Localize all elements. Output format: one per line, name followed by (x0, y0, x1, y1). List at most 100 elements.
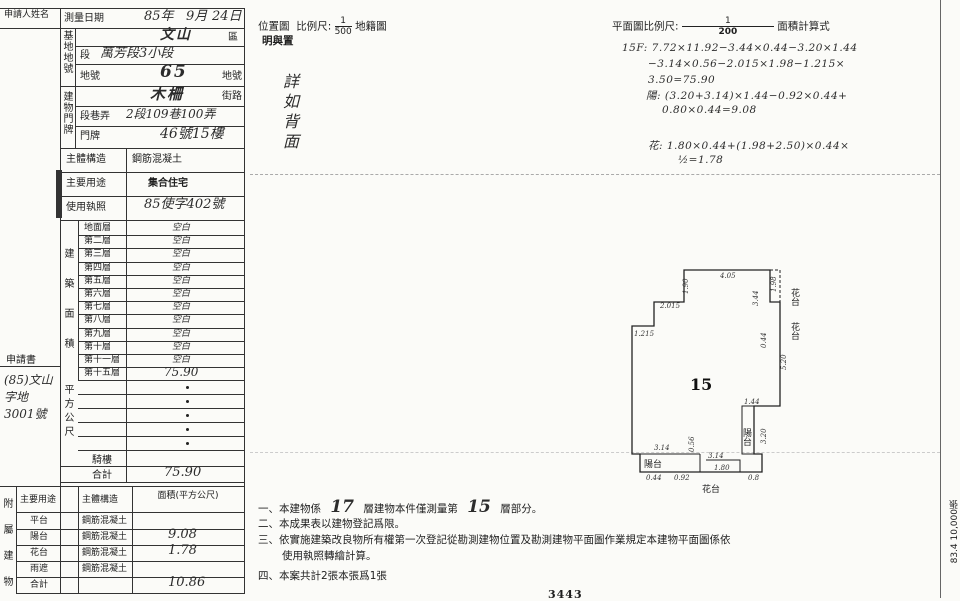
lot-label-right: 地號 (222, 71, 242, 82)
table-rule (78, 220, 79, 380)
number-value: 46號15樓 (160, 126, 224, 142)
district-label: 區 (228, 32, 238, 43)
table-rule (78, 380, 244, 382)
remark-1-c: 層部分。 (500, 503, 543, 515)
location-cadastral: 地籍圖 (355, 20, 387, 33)
floor-value: 空白 (172, 289, 191, 299)
total-label: 合計 (92, 470, 112, 481)
total-value: 75.90 (164, 465, 202, 480)
attached-use-header: 主要用途 (20, 495, 57, 505)
table-rule (244, 8, 245, 594)
attached-area: 1.78 (168, 543, 197, 558)
measure-date-label: 測量日期 (64, 13, 104, 24)
table-rule (75, 28, 76, 148)
attached-area-header: 面積(平方公尺) (157, 491, 219, 501)
remark-1-a: 一、本建物係 (258, 503, 321, 515)
table-rule (78, 394, 244, 396)
page-edge (940, 0, 941, 598)
dim-bottom-f: 1.80 (714, 464, 730, 472)
attached-area: 10.86 (168, 575, 206, 590)
dim-right-b: 1.98 (770, 276, 778, 292)
dim-right-c: 0.44 (760, 332, 768, 348)
use-value: 集合住宅 (148, 178, 188, 189)
building-register-table: 申請人姓名 測量日期 85年 9月 24日 基地地號 建物門牌 文山 區 段 萬… (0, 0, 250, 598)
floor-value: 空白 (172, 302, 191, 313)
side-balcony-outline (741, 405, 755, 455)
site-label: 基地地號 (63, 31, 74, 75)
district-value: 文山 (160, 27, 192, 43)
floor-name: 第八層 (84, 315, 112, 326)
location-title-text: 位置圖 (258, 20, 290, 33)
remark-4: 四、本案共計2張本張爲1張 (258, 568, 387, 583)
attached-use: 雨遮 (30, 564, 49, 574)
attached-struct: 鋼筋混凝土 (82, 532, 128, 542)
table-rule (0, 8, 244, 9)
table-rule (60, 196, 244, 197)
attached-use: 平台 (30, 516, 49, 526)
floor-name: 第三層 (84, 249, 112, 260)
structure-value: 鋼筋混凝土 (132, 154, 182, 165)
remark-2: 二、本成果表以建物登記爲限。 (258, 518, 405, 530)
plan-scale-den: 200 (718, 27, 738, 37)
applicant-book-label: 申請書 (6, 355, 36, 366)
floor-value: 空白 (172, 275, 191, 286)
calc-line-4: 陽: (3.20+3.14)×1.44−0.92×0.44+ (646, 90, 848, 102)
floor-name: 地面層 (84, 223, 112, 233)
floor-plan: 15 4.05 1.90 2.015 1.215 3.44 1.98 0.44 … (631, 269, 800, 495)
floor-name: 第四層 (84, 262, 112, 273)
floor-name: 第七層 (84, 302, 112, 313)
section-value: 萬芳段3小段 (100, 46, 174, 61)
table-rule (16, 593, 244, 594)
street-value: 木柵 (150, 85, 185, 103)
table-rule (60, 8, 61, 594)
door-label: 建物門牌 (63, 92, 74, 136)
dim-top-left: 1.90 (682, 278, 690, 294)
calc-line-7: ½=1.78 (678, 154, 724, 166)
floor-value: 空白 (172, 262, 191, 273)
lot-value: 65 (160, 62, 188, 82)
location-scale-den: 500 (334, 27, 352, 37)
remark-1-floor: 15 (467, 497, 491, 517)
table-rule (78, 314, 244, 316)
balcony-label: 陽台 (644, 458, 662, 470)
measure-date-day: 24日 (212, 9, 242, 24)
table-rule (78, 235, 244, 237)
attached-use: 陽台 (30, 532, 49, 542)
remark-3b: 使用執照轉繪計算。 (282, 550, 377, 562)
use-label: 主要用途 (66, 178, 106, 189)
balcony-outline (640, 453, 741, 472)
table-rule (78, 408, 244, 410)
table-rule (75, 64, 244, 65)
table-rule (78, 354, 244, 355)
calc-line-6: 花: 1.80×0.44+(1.98+2.50)×0.44× (648, 140, 850, 152)
dim-right-d: 5.20 (780, 354, 788, 370)
table-rule (78, 288, 244, 289)
plan-calc-title: 面積計算式 (777, 20, 830, 33)
table-rule (75, 46, 244, 47)
faint-rule (250, 452, 940, 453)
dim-right-e: 1.44 (744, 398, 760, 406)
table-rule (78, 436, 244, 438)
flower-top-label: 花台 (789, 287, 800, 307)
measure-date-month: 9月 (186, 9, 208, 24)
lane-label: 段巷弄 (80, 111, 110, 122)
floor-value: 空白 (172, 328, 191, 339)
applicant-book-value: (85)文山字地3001號 (4, 373, 53, 421)
side-balcony-label: 陽台 (741, 428, 752, 447)
calc-line-1: 15F: 7.72×11.92−3.44×0.44−3.20×1.44 (622, 42, 858, 54)
table-rule (16, 512, 244, 513)
floor-name: 第十一層 (84, 355, 121, 365)
floor-name: 第五層 (84, 275, 112, 286)
remark-1-floors: 17 (330, 497, 355, 517)
plan-scale-num: 1 (681, 16, 774, 27)
margin-mark (56, 170, 62, 218)
floor-value: 空白 (172, 355, 191, 365)
dim-bottom-b: 3.14 (708, 452, 724, 460)
remark-1: 一、本建物係 17 層建物本件僅測量第 15 層部分。 (258, 497, 542, 517)
table-rule (75, 106, 244, 107)
floor-name: 第九層 (84, 328, 112, 339)
bottom-number: 3443 (548, 588, 583, 601)
floor-value: 空白 (172, 236, 191, 247)
